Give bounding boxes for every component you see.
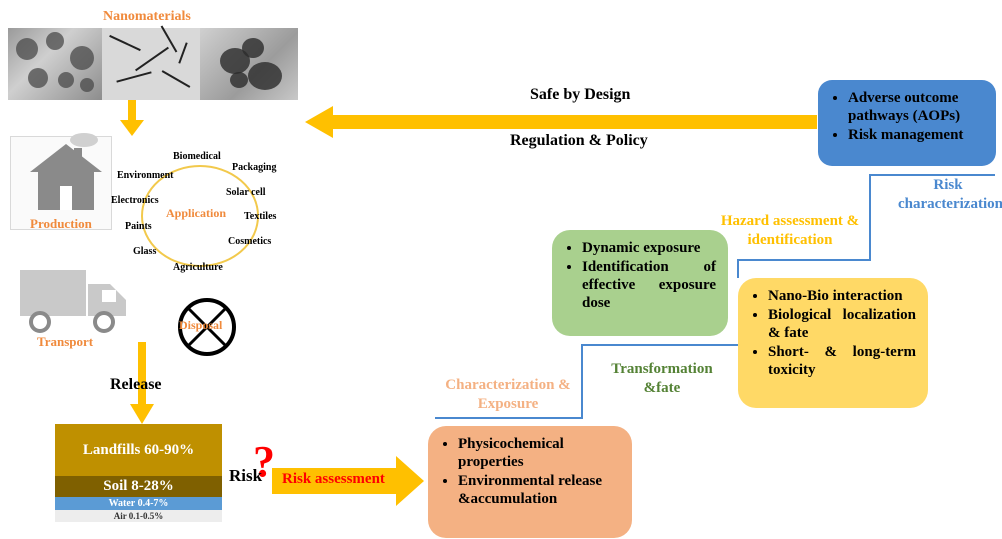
box-item: Identification of effective exposure dos… [582, 258, 716, 312]
box-item: Short- & long-term toxicity [768, 343, 916, 379]
soil-layer: Soil 8-28% [55, 476, 222, 497]
safe-by-design-label: Safe by Design [530, 86, 631, 103]
landfills-layer: Landfills 60-90% [55, 424, 222, 476]
air-layer: Air 0.1-0.5% [55, 510, 222, 522]
micrograph-rods-image [102, 25, 200, 100]
transport-label: Transport [37, 334, 94, 349]
release-arrow [130, 342, 154, 424]
risk-management-box: Adverse outcome pathways (AOPs) Risk man… [818, 80, 996, 166]
box-item: Biological localization & fate [768, 306, 916, 342]
truck-icon [20, 270, 126, 333]
application-word: Glass [133, 246, 157, 257]
nanomaterials-title: Nanomaterials [103, 9, 191, 24]
micrograph-aggregates-image [200, 28, 298, 100]
risk-assessment-label: Risk assessment [282, 471, 385, 487]
application-word: Environment [117, 170, 174, 181]
box-item: Nano-Bio interaction [768, 287, 916, 305]
exposure-box: Dynamic exposure Identification of effec… [552, 230, 728, 336]
box-item: Physicochemical properties [458, 435, 620, 471]
question-mark: ? [253, 437, 275, 486]
micrograph-spheres-image [8, 28, 102, 100]
safe-by-design-arrow [305, 106, 817, 138]
risk-word: Risk [229, 466, 263, 485]
disposal-label: Disposal [179, 318, 223, 332]
box-item: Dynamic exposure [582, 239, 716, 257]
application-word: Biomedical [173, 151, 221, 162]
release-label: Release [110, 376, 162, 393]
regulation-policy-label: Regulation & Policy [510, 132, 648, 149]
application-word: Cosmetics [228, 236, 272, 247]
risk-assessment-arrow [272, 456, 424, 506]
physicochemical-box: Physicochemical properties Environmental… [428, 426, 632, 538]
application-word: Electronics [111, 195, 159, 206]
water-layer: Water 0.4-7% [55, 497, 222, 510]
application-word: Paints [125, 221, 152, 232]
house-icon [30, 133, 102, 210]
box-item: Adverse outcome pathways (AOPs) [848, 89, 984, 125]
characterization-exposure-label: Characterization & Exposure [445, 377, 571, 412]
down-arrow-nano [120, 100, 144, 136]
production-label: Production [30, 216, 92, 231]
application-word: Solar cell [226, 187, 266, 198]
box-item: Risk management [848, 126, 984, 144]
hazard-assessment-label: Hazard assessment & identification [720, 213, 860, 248]
risk-characterization-label: Risk characterization [898, 177, 1002, 212]
application-word: Textiles [244, 211, 277, 222]
box-item: Environmental release &accumulation [458, 472, 620, 508]
transformation-fate-label: Transformation &fate [611, 361, 713, 396]
application-circle [141, 165, 259, 267]
application-word: Packaging [232, 162, 277, 173]
hazard-box: Nano-Bio interaction Biological localiza… [738, 278, 928, 408]
application-center-label: Application [166, 206, 227, 220]
disposal-icon [178, 298, 236, 356]
application-word: Agriculture [173, 262, 223, 273]
